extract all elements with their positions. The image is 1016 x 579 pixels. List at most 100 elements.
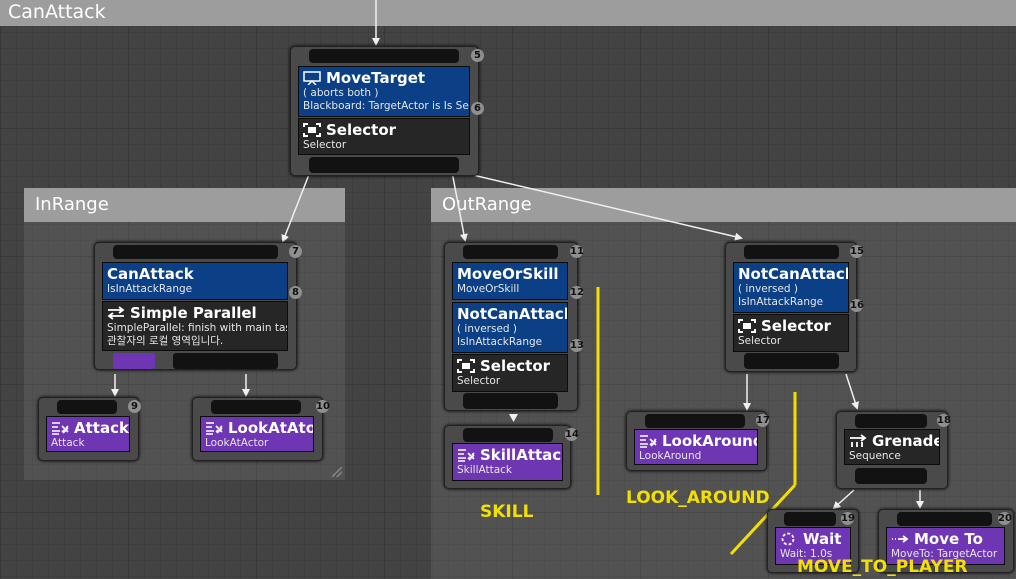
- execution-index: 20: [998, 512, 1012, 525]
- wire-out-grenade: [845, 373, 859, 410]
- decorator-index: 13: [570, 339, 584, 352]
- node-grenade-sequence[interactable]: 18 Grenade Sequence: [836, 411, 951, 489]
- task-skill-attack[interactable]: SkillAttack SkillAttack: [452, 443, 563, 481]
- input-pin[interactable]: [463, 245, 558, 259]
- selector-icon: [457, 359, 475, 373]
- task-icon: [205, 421, 223, 435]
- node-task-look-at-actor[interactable]: 10 LookAtAtor LookAtActor: [192, 397, 330, 461]
- decorator-inversed: ( inversed ): [738, 283, 799, 295]
- decorator-not-can-attack[interactable]: NotCanAttack ( inversed ) IsInAttackRang…: [452, 302, 568, 353]
- node-task-wait[interactable]: 19 Wait Wait: 1.0s: [767, 509, 859, 573]
- annotation-move-to-player: MOVE_TO_PLAYER: [797, 557, 968, 577]
- selector-icon: [303, 123, 321, 137]
- decorator-title: MoveOrSkill: [457, 265, 559, 283]
- decorator-title: NotCanAttack: [457, 305, 568, 323]
- input-pin[interactable]: [309, 49, 459, 63]
- input-pin[interactable]: [57, 400, 117, 414]
- wait-icon: [780, 532, 798, 546]
- composite-simple-parallel[interactable]: Simple Parallel SimpleParallel: finish w…: [102, 301, 288, 351]
- node-simple-parallel[interactable]: 7 CanAttack IsInAttackRange 8 Simple Par…: [94, 242, 302, 370]
- wire-skill-arrowhead: [509, 414, 518, 422]
- decorator-index: 12: [570, 286, 584, 299]
- decorator-description: IsInAttackRange: [738, 296, 824, 308]
- task-title: SkillAttack: [480, 446, 563, 464]
- composite-subtitle: Selector: [303, 139, 347, 151]
- output-pin[interactable]: [463, 393, 558, 409]
- wire-root-skill: [451, 171, 468, 242]
- task-title: LookAround: [662, 432, 758, 450]
- task-title: LookAtAtor: [228, 419, 314, 437]
- execution-index: 19: [841, 512, 855, 525]
- node-root-selector[interactable]: 5 MoveTarget ( aborts both ) Blackboard:…: [290, 46, 484, 176]
- composite-title: Selector: [326, 121, 397, 139]
- decorator-title: MoveTarget: [326, 69, 426, 87]
- composite-subtitle: Selector: [738, 335, 782, 347]
- node-task-move-to[interactable]: 20 Move To MoveTo: TargetActor: [878, 509, 1014, 573]
- decorator-index: 16: [850, 299, 864, 312]
- monitor-icon: [303, 71, 321, 86]
- decorator-can-attack[interactable]: CanAttack IsInAttackRange: [102, 262, 288, 300]
- task-subtitle: Attack: [51, 437, 85, 449]
- output-pin[interactable]: [744, 353, 839, 369]
- composite-subtitle: Selector: [457, 375, 501, 387]
- decorator-title: CanAttack: [107, 265, 194, 283]
- composite-selector[interactable]: Selector Selector: [298, 118, 470, 155]
- execution-index: 9: [128, 400, 141, 413]
- execution-index: 10: [316, 400, 330, 413]
- node-out-selector[interactable]: 15 NotCanAttack ( inversed ) IsInAttackR…: [725, 242, 864, 372]
- task-title: Move To: [914, 530, 983, 548]
- task-subtitle: SkillAttack: [457, 464, 513, 476]
- wire-root-inrange: [281, 171, 311, 243]
- task-move-to[interactable]: Move To MoveTo: TargetActor: [886, 527, 1005, 565]
- decorator-index: 8: [289, 286, 302, 299]
- main-task-pin[interactable]: [113, 353, 155, 369]
- task-wait[interactable]: Wait Wait: 1.0s: [775, 527, 851, 565]
- input-pin[interactable]: [463, 428, 553, 442]
- composite-subtitle: Sequence: [849, 450, 901, 462]
- input-pin[interactable]: [897, 512, 992, 526]
- annotation-skill: SKILL: [480, 502, 534, 522]
- composite-title: Selector: [480, 357, 551, 375]
- background-task-pin[interactable]: [173, 353, 278, 369]
- decorator-abort-mode: ( aborts both ): [303, 87, 379, 99]
- task-attack[interactable]: Attack Attack: [46, 416, 130, 452]
- input-pin[interactable]: [744, 245, 839, 259]
- input-pin[interactable]: [211, 400, 301, 414]
- output-pin[interactable]: [309, 157, 459, 173]
- decorator-description: MoveOrSkill: [457, 283, 520, 295]
- input-pin[interactable]: [855, 414, 927, 428]
- task-title: Wait: [803, 530, 842, 548]
- input-pin[interactable]: [784, 512, 836, 526]
- composite-selector[interactable]: Selector Selector: [452, 354, 568, 392]
- parallel-icon: [107, 306, 125, 320]
- input-pin[interactable]: [645, 414, 745, 428]
- sequence-icon: [849, 434, 867, 448]
- decorator-description: Blackboard: TargetActor is Is Set: [303, 100, 470, 112]
- task-look-around[interactable]: LookAround LookAround: [634, 429, 758, 465]
- task-subtitle: LookAround: [639, 450, 702, 462]
- composite-selector[interactable]: Selector Selector: [733, 314, 849, 352]
- decorator-move-or-skill[interactable]: MoveOrSkill MoveOrSkill: [452, 262, 568, 300]
- composite-sequence[interactable]: Grenade Sequence: [844, 429, 940, 465]
- task-subtitle: MoveTo: TargetActor: [891, 548, 998, 560]
- input-pin[interactable]: [113, 245, 278, 259]
- decorator-not-can-attack[interactable]: NotCanAttack ( inversed ) IsInAttackRang…: [733, 262, 849, 313]
- node-skill-selector[interactable]: 11 MoveOrSkill MoveOrSkill 12 NotCanAtta…: [444, 242, 584, 411]
- resize-grip-icon[interactable]: [332, 467, 342, 477]
- wire-grenade-wait: [832, 489, 855, 510]
- decorator-move-target[interactable]: MoveTarget ( aborts both ) Blackboard: T…: [298, 66, 470, 117]
- execution-index: 7: [289, 245, 302, 258]
- composite-title: Selector: [761, 317, 832, 335]
- selector-icon: [738, 319, 756, 333]
- wire-root-outselector: [459, 171, 743, 241]
- output-pin[interactable]: [855, 468, 927, 484]
- decorator-description: IsInAttackRange: [107, 283, 193, 295]
- composite-title: Grenade: [872, 432, 940, 450]
- task-look-at-actor[interactable]: LookAtAtor LookAtActor: [200, 416, 314, 452]
- comment-out-range-title: OutRange: [431, 188, 1016, 222]
- annotation-look-around: LOOK_AROUND: [626, 488, 770, 508]
- node-task-skill-attack[interactable]: 14 SkillAttack SkillAttack: [444, 425, 579, 489]
- node-task-look-around[interactable]: 17 LookAround LookAround: [626, 411, 770, 471]
- node-task-attack[interactable]: 9 Attack Attack: [38, 397, 141, 461]
